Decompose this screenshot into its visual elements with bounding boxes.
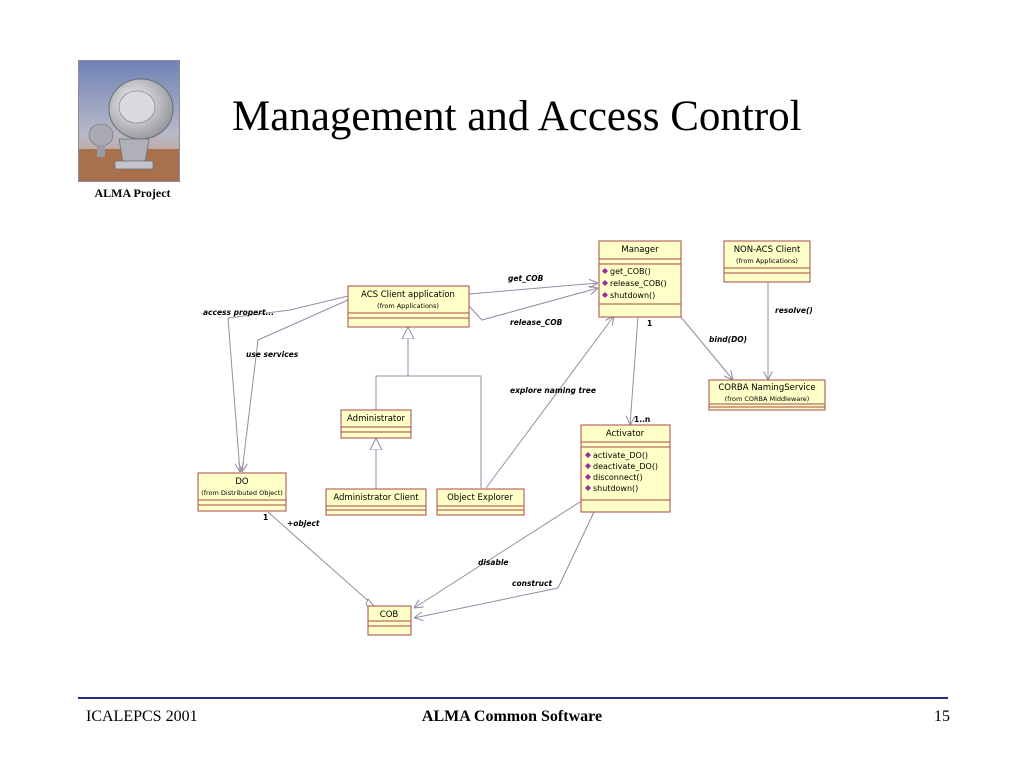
class-do-package: (from Distributed Object) (201, 489, 283, 497)
class-admin-client-name: Administrator Client (333, 493, 419, 503)
class-non-acs-client: NON-ACS Client (from Applications) (723, 240, 811, 283)
class-cob-name: COB (380, 610, 399, 620)
label-bind-do: bind(DO) (709, 335, 747, 344)
class-acs-client-package: (from Applications) (377, 302, 439, 310)
label-release-cob: release_COB (510, 318, 563, 327)
label-get-cob: get_COB (508, 274, 544, 283)
footer-project-name: ALMA Common Software (421, 708, 603, 725)
class-activator-op: deactivate_DO() (593, 462, 658, 471)
edge-manager-activator (630, 316, 639, 425)
edge-access-property (227, 295, 349, 472)
edge-construct (414, 511, 595, 618)
edge-get-cob (468, 283, 598, 295)
class-corba-naming-package: (from CORBA Middleware) (725, 395, 810, 403)
logo-caption: ALMA Project (94, 186, 171, 200)
class-manager-op: shutdown() (610, 291, 655, 300)
class-do-name: DO (235, 477, 249, 487)
edge-explore-naming-tree (485, 316, 614, 489)
class-manager-op: release_COB() (610, 279, 667, 288)
class-object-explorer-name: Object Explorer (447, 493, 513, 503)
multiplicity-do: 1 (263, 513, 268, 522)
multiplicity-activator: 1..n (634, 415, 650, 424)
class-activator: Activator activate_DO() deactivate_DO() … (580, 424, 671, 513)
class-activator-name: Activator (606, 429, 645, 439)
label-resolve: resolve() (775, 306, 813, 315)
footer-divider (78, 697, 948, 699)
label-object-role: +object (287, 519, 320, 528)
edge-administrator-inherits-acs-client (375, 327, 408, 410)
label-disable: disable (478, 558, 509, 567)
edge-bind-do (680, 316, 733, 380)
class-manager-op: get_COB() (610, 267, 651, 276)
class-activator-op: disconnect() (593, 473, 643, 482)
footer-conference: ICALEPCS 2001 (86, 708, 198, 725)
class-corba-naming-service: CORBA NamingService (from CORBA Middlewa… (708, 379, 826, 411)
label-use-services: use services (246, 350, 299, 359)
edge-labels: get_COB release_COB access propert... us… (203, 274, 813, 588)
class-administrator-client: Administrator Client (325, 488, 427, 516)
class-non-acs-client-package: (from Applications) (736, 257, 798, 265)
class-object-explorer: Object Explorer (436, 488, 525, 516)
class-administrator: Administrator (340, 409, 412, 439)
class-activator-op: shutdown() (593, 484, 638, 493)
class-do: DO (from Distributed Object) (197, 472, 287, 512)
class-non-acs-client-name: NON-ACS Client (734, 245, 801, 255)
label-construct: construct (512, 579, 552, 588)
edges (227, 283, 768, 618)
class-acs-client-application: ACS Client application (from Application… (347, 285, 470, 328)
edge-disable (414, 499, 584, 608)
class-manager: Manager get_COB() release_COB() shutdown… (598, 240, 682, 318)
class-corba-naming-name: CORBA NamingService (718, 383, 815, 393)
class-activator-op: activate_DO() (593, 451, 648, 460)
class-acs-client-name: ACS Client application (361, 290, 455, 300)
edge-use-services (242, 299, 349, 472)
edge-cob-do-object (267, 511, 375, 607)
slide-title: Management and Access Control (232, 93, 802, 140)
edge-object-explorer-inherits-acs-client (408, 375, 482, 488)
edge-release-cob (468, 288, 598, 321)
label-explore-naming-tree: explore naming tree (510, 386, 596, 395)
class-administrator-name: Administrator (347, 414, 405, 424)
class-cob: COB (367, 605, 412, 636)
footer-page-number: 15 (934, 708, 950, 725)
label-access-property: access propert... (203, 308, 274, 317)
alma-antenna-logo (78, 60, 180, 182)
multiplicity-manager: 1 (647, 319, 652, 328)
class-manager-name: Manager (621, 245, 659, 255)
